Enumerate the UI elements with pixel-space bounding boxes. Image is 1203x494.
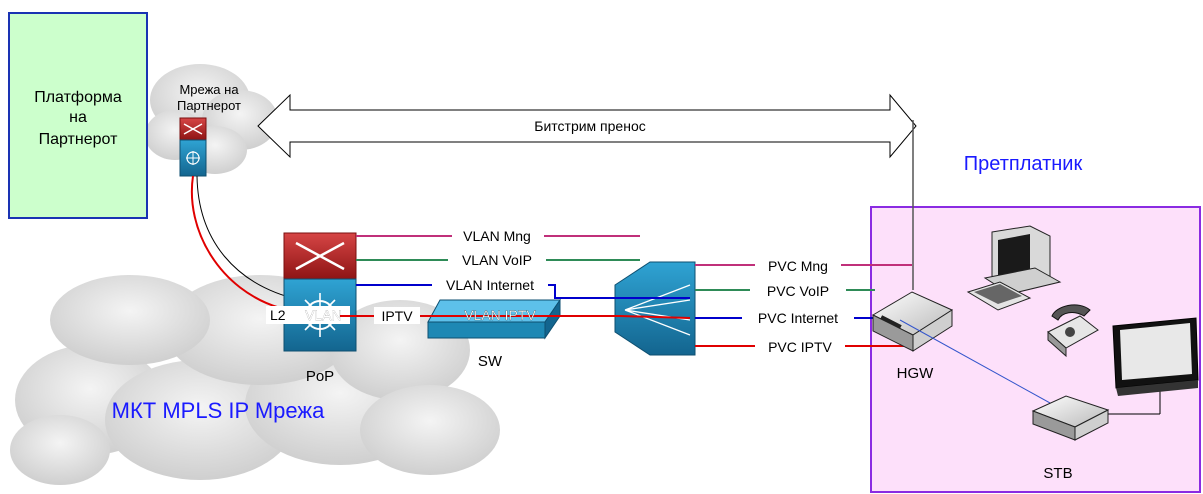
pop-label: PoP: [306, 368, 334, 385]
hgw-device-icon: [871, 291, 954, 352]
vlan-mng-bg: [452, 227, 544, 244]
hgw-stb-line: [899, 319, 1071, 415]
mpls-label: МКТ MPLS IP Мрежа: [112, 398, 325, 423]
pvc-mng-bg: [755, 257, 841, 274]
vlan-internet-label: VLAN Internet: [446, 277, 534, 293]
partner-link-red: [190, 175, 321, 314]
vlan-iptv-label: VLAN IPTV: [464, 307, 536, 323]
phone-icon: [1047, 304, 1099, 358]
bitstream-arrow: [257, 93, 917, 159]
partner-router-icon: [179, 117, 207, 177]
pvc-internet-bg: [742, 309, 854, 326]
partner-platform-box: [8, 12, 148, 219]
iptv-label: IPTV: [381, 308, 413, 324]
vlan-voip-bg: [448, 251, 546, 268]
vlan-internet-bg: [432, 276, 548, 293]
pvc-iptv-bg: [755, 338, 845, 355]
pop-label-box: [266, 306, 350, 324]
iptv-label-bg: [374, 307, 420, 324]
pvc-voip-bg: [750, 282, 846, 299]
subscriber-label: Претплатник: [964, 153, 1083, 175]
sw-label: SW: [478, 353, 503, 370]
computer-icon: [966, 225, 1062, 311]
partner-platform-line1: Платформа: [34, 89, 122, 106]
bitstream-label: Битстрим пренос: [534, 118, 645, 134]
vlan-voip-label: VLAN VoIP: [462, 252, 532, 268]
dslam-device-icon: [614, 261, 696, 356]
tv-icon: [1112, 317, 1199, 396]
vlan-mng-label: VLAN Mng: [463, 228, 531, 244]
pvc-iptv-label: PVC IPTV: [768, 339, 832, 355]
partner-platform-line2: на: [69, 109, 87, 126]
stb-device-icon: [1031, 395, 1110, 441]
partner-network-line2: Партнерот: [177, 98, 241, 113]
hgw-label: HGW: [897, 365, 935, 382]
partner-cloud: [145, 64, 278, 174]
mpls-cloud: [10, 275, 500, 485]
l2-label: L2: [270, 307, 286, 323]
pop-device-icon: [283, 232, 357, 352]
partner-network-line1: Мрежа на: [179, 82, 239, 97]
pvc-mng-label: PVC Mng: [768, 258, 828, 274]
partner-link-black: [196, 175, 301, 301]
pvc-voip-label: PVC VoIP: [767, 283, 829, 299]
partner-platform-line3: Партнерот: [39, 131, 118, 148]
vlan-label: VLAN: [305, 307, 342, 323]
stb-label: STB: [1043, 465, 1072, 482]
pvc-internet-label: PVC Internet: [758, 310, 838, 326]
